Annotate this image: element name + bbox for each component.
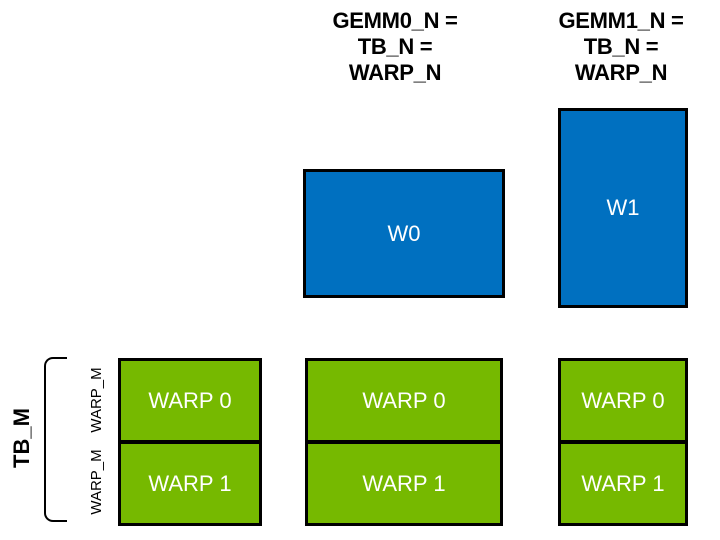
warp1-tile-label: WARP 1	[362, 470, 446, 496]
w0-operand-box: W0	[303, 169, 505, 298]
warp1-tile: WARP 1	[558, 441, 688, 526]
gemm0-column-header: GEMM0_N = TB_N = WARP_N	[332, 8, 458, 85]
warp1-tile: WARP 1	[305, 441, 503, 526]
tb-m-label: TB_M	[9, 408, 34, 468]
warp0-tile: WARP 0	[558, 358, 688, 443]
warp0-tile-label: WARP 0	[581, 387, 665, 413]
tb-m-bracket	[44, 357, 67, 522]
gemm1-column-header: GEMM1_N = TB_N = WARP_N	[558, 8, 684, 85]
w0-operand-label: W0	[387, 220, 421, 246]
warp-tile-column-2: WARP 0 WARP 1	[305, 358, 503, 526]
w1-operand-label: W1	[606, 195, 640, 220]
warp-m-bottom-label: WARP_M	[87, 449, 105, 515]
warp0-tile: WARP 0	[305, 358, 503, 443]
warp0-tile-label: WARP 0	[362, 387, 446, 413]
warp1-tile: WARP 1	[118, 441, 262, 526]
warp-tile-column-1: WARP 0 WARP 1	[118, 358, 262, 526]
warp0-tile-label: WARP 0	[148, 387, 232, 413]
warp0-tile: WARP 0	[118, 358, 262, 443]
warp-tile-column-3: WARP 0 WARP 1	[558, 358, 688, 526]
warp1-tile-label: WARP 1	[148, 470, 232, 496]
warp1-tile-label: WARP 1	[581, 470, 665, 496]
w1-operand-box: W1	[558, 108, 688, 308]
